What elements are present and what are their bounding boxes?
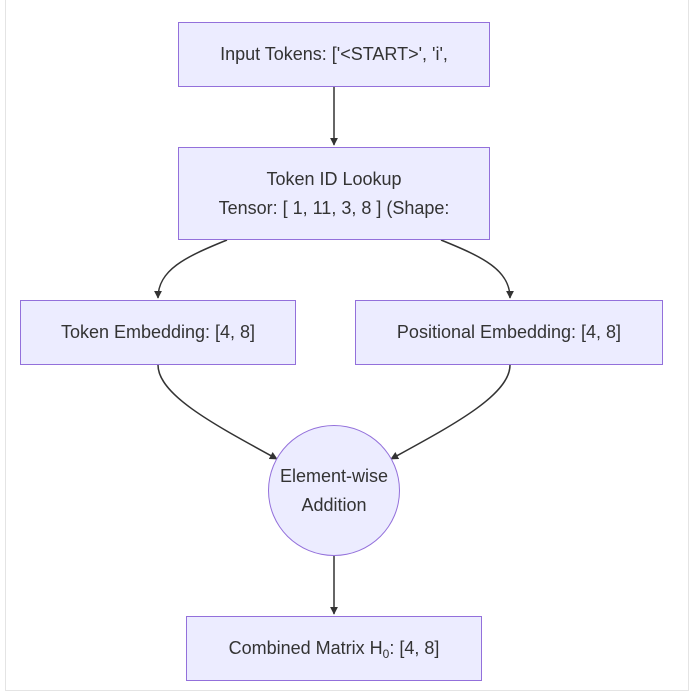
- elementwise-addition-node: Element-wise Addition: [268, 425, 400, 556]
- token-id-lookup-node: Token ID Lookup Tensor: [ 1, 11, 3, 8 ] …: [178, 147, 490, 240]
- edge-positional-embedding-to-addition: [390, 364, 511, 460]
- token-id-lookup-title: Token ID Lookup: [266, 168, 402, 189]
- edge-lookup-to-positional-embedding: [440, 239, 514, 299]
- token-embedding-node: Token Embedding: [4, 8]: [20, 300, 296, 365]
- edge-token-embedding-to-addition: [157, 364, 278, 460]
- elementwise-addition-line1: Element-wise: [279, 465, 389, 486]
- combined-matrix-suffix: : [4, 8]: [389, 638, 440, 658]
- positional-embedding-label: Positional Embedding: [4, 8]: [396, 322, 622, 342]
- token-id-lookup-tensor: Tensor: [ 1, 11, 3, 8 ] (Shape:: [218, 197, 450, 218]
- combined-matrix-subscript: 0: [382, 647, 390, 661]
- token-embedding-label: Token Embedding: [4, 8]: [60, 322, 256, 342]
- combined-matrix-node: Combined Matrix H0: [4, 8]: [186, 616, 482, 681]
- edge-lookup-to-token-embedding: [154, 239, 228, 299]
- combined-matrix-prefix: Combined Matrix H: [228, 638, 383, 658]
- input-tokens-label: Input Tokens: ['<START>', 'i',: [220, 44, 448, 64]
- input-tokens-node: Input Tokens: ['<START>', 'i',: [178, 22, 490, 87]
- positional-embedding-node: Positional Embedding: [4, 8]: [355, 300, 663, 365]
- diagram-frame: [5, 0, 689, 691]
- elementwise-addition-line2: Addition: [301, 494, 367, 515]
- combined-matrix-label: Combined Matrix H0: [4, 8]: [229, 634, 440, 663]
